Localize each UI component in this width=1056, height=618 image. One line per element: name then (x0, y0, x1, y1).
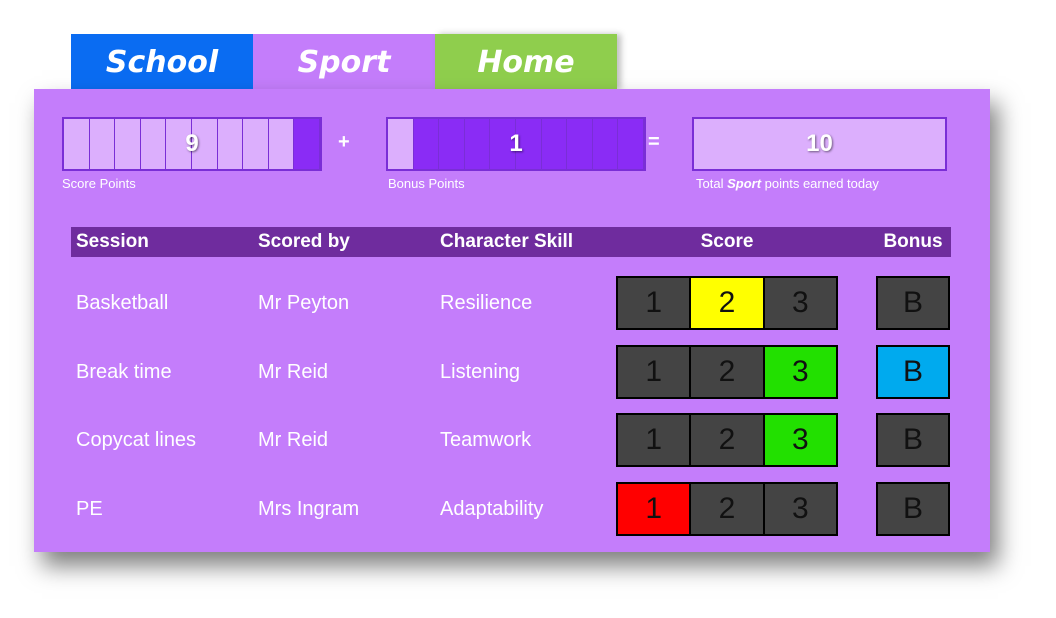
score-option-1[interactable]: 1 (618, 278, 692, 328)
scored-by: Mr Peyton (258, 292, 350, 314)
session-name: Basketball (76, 292, 169, 314)
bar-segment (567, 119, 593, 169)
bar-segment (89, 119, 116, 169)
tab-home-label: Home (477, 44, 575, 80)
bar-segment (439, 119, 465, 169)
bonus-button[interactable]: B (876, 276, 950, 330)
score-option-2[interactable]: 2 (691, 278, 765, 328)
bar-segment (115, 119, 141, 169)
header-scored-by: Scored by (258, 231, 350, 252)
score-option-1[interactable]: 1 (618, 347, 692, 397)
equals-sign: = (648, 131, 660, 153)
bar-segment (294, 119, 320, 169)
sport-panel: 9 Score Points + 1 Bonus Points = 10 Tot… (34, 89, 990, 552)
bonus-button[interactable]: B (876, 482, 950, 536)
bonus-button[interactable]: B (876, 345, 950, 399)
score-option-3[interactable]: 3 (764, 347, 836, 397)
total-caption-suffix: points earned today (761, 176, 879, 191)
score-option-3[interactable]: 3 (764, 278, 836, 328)
score-option-1[interactable]: 1 (618, 484, 692, 534)
bar-segment (388, 119, 414, 169)
bonus-points-caption: Bonus Points (388, 176, 465, 191)
score-option-1[interactable]: 1 (618, 415, 692, 465)
session-name: Break time (76, 361, 172, 383)
bar-segment (413, 119, 440, 169)
tab-school-label: School (105, 44, 219, 80)
scored-by: Mrs Ingram (258, 498, 360, 520)
session-name: Copycat lines (76, 429, 197, 451)
bar-segment (515, 119, 542, 169)
score-option-3[interactable]: 3 (764, 415, 836, 465)
character-skill: Adaptability (440, 498, 544, 520)
table-header: Session Scored by Character Skill Score … (71, 227, 951, 257)
tab-school[interactable]: School (71, 34, 253, 90)
header-bonus: Bonus (883, 231, 943, 252)
bar-segment (464, 119, 491, 169)
tab-home[interactable]: Home (435, 34, 617, 90)
bar-segment (64, 119, 90, 169)
scored-by: Mr Reid (258, 361, 329, 383)
plus-sign: + (338, 131, 350, 153)
bar-segment (541, 119, 568, 169)
tab-sport[interactable]: Sport (253, 34, 435, 90)
bar-segment (592, 119, 619, 169)
scored-by: Mr Reid (258, 429, 329, 451)
total-points-caption: Total Sport points earned today (696, 176, 879, 191)
header-score: Score (700, 231, 754, 252)
header-character-skill: Character Skill (440, 231, 574, 252)
score-option-2[interactable]: 2 (691, 347, 765, 397)
score-points-caption: Score Points (62, 176, 136, 191)
bar-segment (140, 119, 167, 169)
character-skill: Teamwork (440, 429, 532, 451)
bar-segment (166, 119, 192, 169)
score-option-2[interactable]: 2 (691, 484, 765, 534)
bonus-points-bar: 1 (386, 117, 646, 171)
header-session: Session (76, 231, 149, 252)
bar-segment (618, 119, 644, 169)
total-caption-emph: Sport (727, 176, 762, 191)
bar-segment (243, 119, 269, 169)
bar-segment (268, 119, 295, 169)
score-option-3[interactable]: 3 (764, 484, 836, 534)
bar-segment (217, 119, 244, 169)
total-points-bar: 10 (692, 117, 947, 171)
total-caption-prefix: Total (696, 176, 728, 191)
character-skill: Listening (440, 361, 521, 383)
total-points-value: 10 (806, 130, 833, 157)
session-name: PE (76, 498, 103, 520)
bar-segment (490, 119, 516, 169)
character-skill: Resilience (440, 292, 533, 314)
bonus-button[interactable]: B (876, 413, 950, 467)
bar-segment (191, 119, 218, 169)
tab-sport-label: Sport (297, 44, 391, 80)
score-points-bar: 9 (62, 117, 322, 171)
score-option-2[interactable]: 2 (691, 415, 765, 465)
